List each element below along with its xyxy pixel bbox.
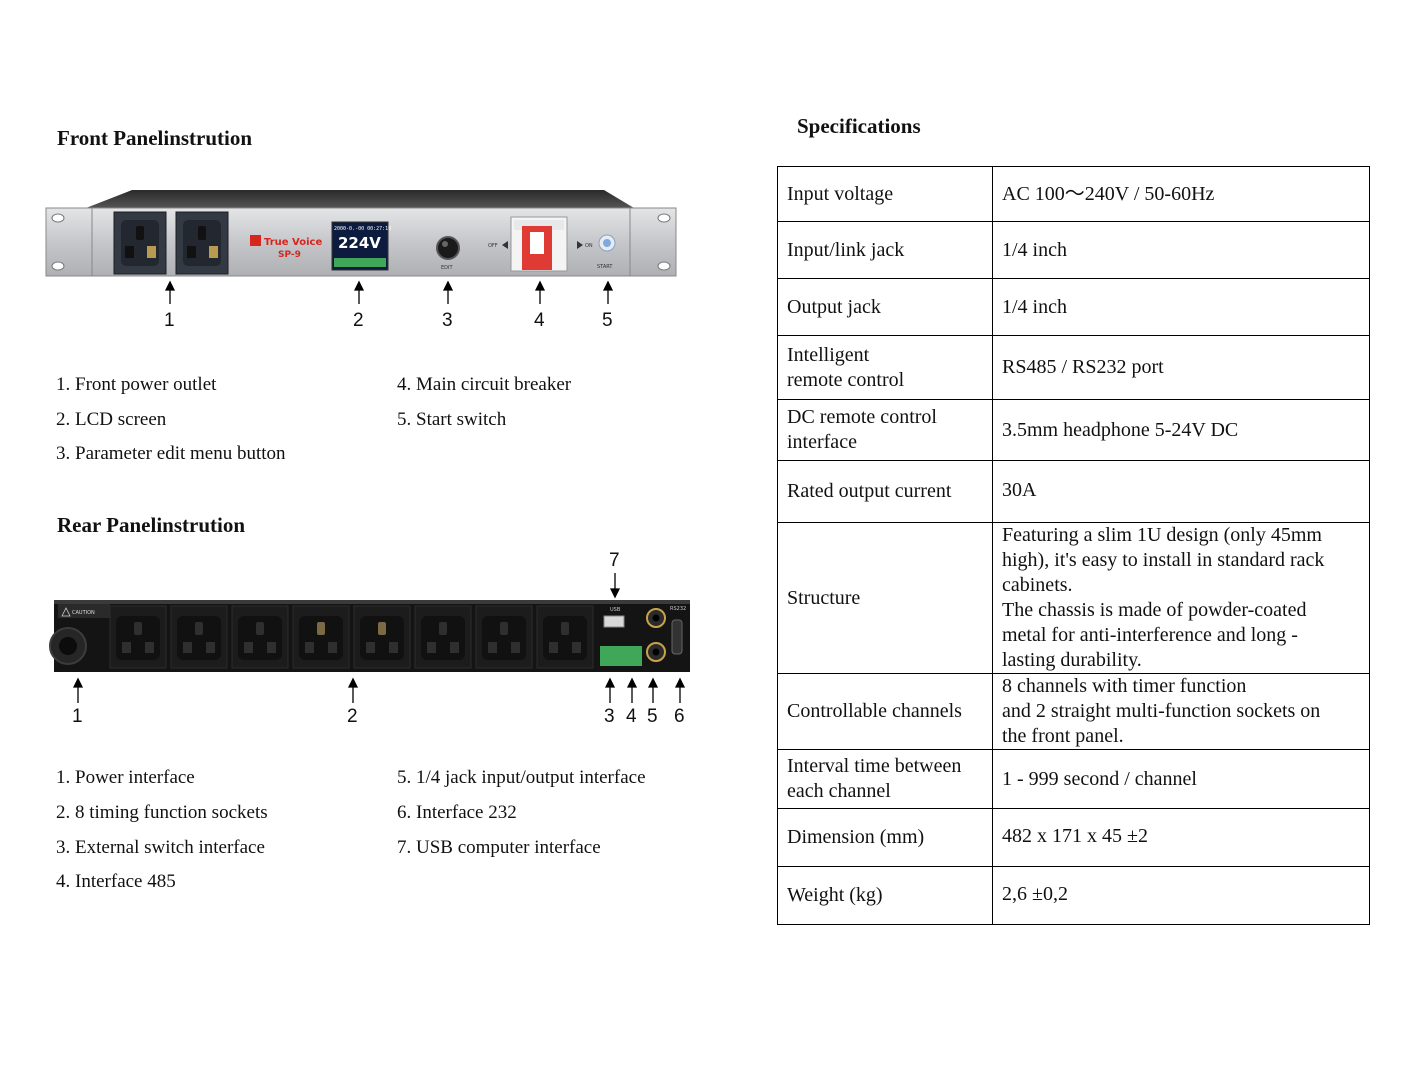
rear-item-3: 3. External switch interface (56, 837, 265, 858)
spec-row: Structure Featuring a slim 1U design (on… (777, 522, 1370, 674)
brand-logo-text: True Voice (264, 237, 322, 248)
spec-row: Input/link jack 1/4 inch (777, 221, 1370, 279)
spec-value: AC 100～240V / 50-60Hz (992, 166, 1370, 222)
spec-value: 2,6 ±0,2 (992, 866, 1370, 925)
rear-callout-5: 5 (647, 706, 658, 727)
off-label: OFF (488, 243, 498, 249)
rear-item-7: 7. USB computer interface (397, 837, 601, 858)
power-connector-icon (49, 627, 87, 665)
front-callout-2: 2 (353, 310, 364, 331)
front-outlet-2 (175, 211, 229, 275)
start-switch-icon (598, 234, 616, 252)
jack-input-icon (646, 608, 666, 628)
front-item-4: 4. Main circuit breaker (397, 374, 572, 395)
lcd-voltage: 224V (338, 234, 381, 252)
caution-label: CAUTION (72, 610, 95, 616)
rear-item-2: 2. 8 timing function sockets (56, 802, 268, 823)
front-callout-5: 5 (602, 310, 613, 331)
spec-value: RS485 / RS232 port (992, 335, 1370, 400)
spec-label: Input voltage (777, 166, 993, 222)
spec-value: 1/4 inch (992, 278, 1370, 336)
front-item-5: 5. Start switch (397, 409, 507, 430)
left-arrow-icon (502, 241, 508, 249)
spec-label: Output jack (777, 278, 993, 336)
spec-row: Weight (kg) 2,6 ±0,2 (777, 866, 1370, 925)
rear-item-6: 6. Interface 232 (397, 802, 517, 823)
circuit-breaker (510, 216, 568, 272)
front-panel-image: True Voice SP-9 2000-0.-00 00:27:10 224V… (45, 190, 677, 277)
spec-label: Weight (kg) (777, 866, 993, 925)
front-item-2: 2. LCD screen (56, 409, 167, 430)
rear-callout-4: 4 (626, 706, 637, 727)
rear-callout-6: 6 (674, 706, 685, 727)
rear-callout-1: 1 (72, 706, 83, 727)
spec-value: 482 x 171 x 45 ±2 (992, 808, 1370, 867)
start-label: START (597, 264, 613, 270)
rear-item-4: 4. Interface 485 (56, 871, 176, 892)
spec-row: Rated output current 30A (777, 460, 1370, 523)
usb-port-icon (603, 615, 625, 628)
spec-value: 30A (992, 460, 1370, 523)
front-outlet-1 (113, 211, 167, 275)
spec-row: Input voltage AC 100～240V / 50-60Hz (777, 166, 1370, 222)
front-item-3: 3. Parameter edit menu button (56, 443, 286, 464)
spec-label: Structure (777, 522, 993, 674)
spec-label: Input/link jack (777, 221, 993, 279)
jack-output-icon (646, 642, 666, 662)
model-label: SP-9 (278, 250, 301, 260)
spec-row: Output jack 1/4 inch (777, 278, 1370, 336)
spec-label: Dimension (mm) (777, 808, 993, 867)
right-arrow-icon (577, 241, 583, 249)
terminal-block-1-icon (600, 646, 620, 666)
rs232-port-icon (671, 619, 683, 655)
front-callout-3: 3 (442, 310, 453, 331)
rs232-label: RS232 (670, 606, 686, 612)
rear-item-1: 1. Power interface (56, 767, 195, 788)
lcd-datetime: 2000-0.-00 00:27:10 (334, 226, 391, 232)
rear-callout-2: 2 (347, 706, 358, 727)
spec-value: Featuring a slim 1U design (only 45mm hi… (992, 522, 1370, 674)
edit-label: EDIT (441, 265, 453, 271)
lcd-screen: 2000-0.-00 00:27:10 224V (331, 221, 391, 271)
on-label: ON (585, 243, 593, 249)
rear-callout-3: 3 (604, 706, 615, 727)
rear-item-5: 5. 1/4 jack input/output interface (397, 767, 646, 788)
spec-value: 1/4 inch (992, 221, 1370, 279)
front-item-1: 1. Front power outlet (56, 374, 217, 395)
spec-row: Controllable channels 8 channels with ti… (777, 673, 1370, 750)
spec-value: 3.5mm headphone 5-24V DC (992, 399, 1370, 461)
rear-callout-7: 7 (609, 550, 620, 571)
spec-row: Dimension (mm) 482 x 171 x 45 ±2 (777, 808, 1370, 867)
spec-value: 1 - 999 second / channel (992, 749, 1370, 809)
spec-label: Rated output current (777, 460, 993, 523)
front-panel-title: Front Panelinstrution (57, 126, 253, 150)
warning-icon (61, 607, 71, 617)
usb-label: USB (610, 607, 621, 613)
edit-knob-icon (436, 236, 460, 260)
spec-value: 8 channels with timer function and 2 str… (992, 673, 1370, 750)
terminal-block-2-icon (620, 646, 642, 666)
front-callout-4: 4 (534, 310, 545, 331)
spec-label: Controllable channels (777, 673, 993, 750)
rear-panel-image: CAUTION USB RS232 (49, 600, 690, 672)
front-callout-1: 1 (164, 310, 175, 331)
rear-panel-title: Rear Panelinstrution (57, 513, 246, 537)
specs-table: Input voltage AC 100～240V / 50-60Hz Inpu… (777, 166, 1370, 925)
rear-outlets (109, 605, 594, 669)
specs-title: Specifications (797, 114, 921, 138)
